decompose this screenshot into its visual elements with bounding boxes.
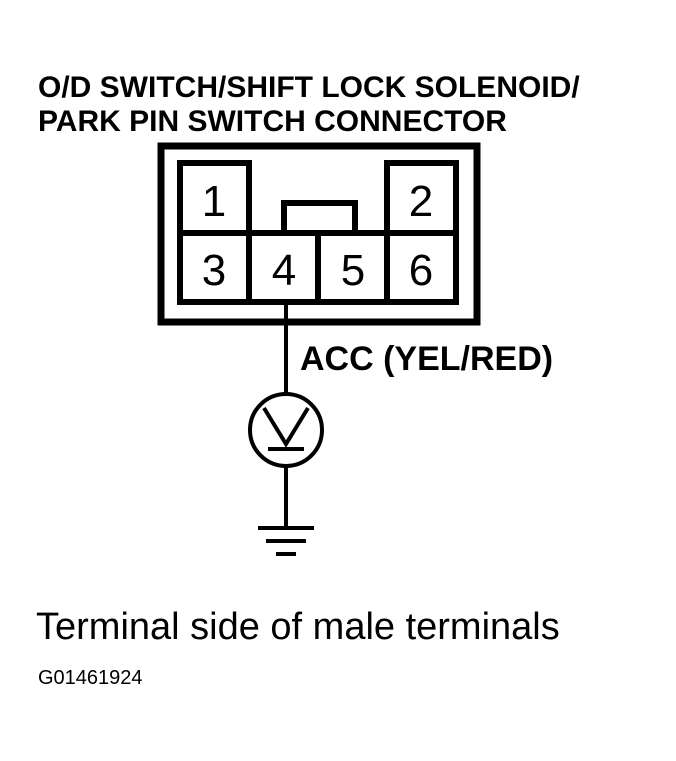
pin-label-1: 1 (202, 177, 226, 226)
pin-label-4: 4 (272, 246, 296, 295)
pin-cell-6 (384, 230, 459, 305)
diagram-title-line-2: PARK PIN SWITCH CONNECTOR (38, 105, 507, 138)
diagram-title-line-1: O/D SWITCH/SHIFT LOCK SOLENOID/ (38, 71, 580, 104)
pin-label-6: 6 (409, 246, 433, 295)
pin-label-5: 5 (341, 246, 365, 295)
wire-label-acc: ACC (YEL/RED) (300, 340, 554, 378)
diagram-caption: Terminal side of male terminals (36, 606, 560, 648)
figure-code: G01461924 (38, 667, 143, 689)
ground-icon (258, 526, 314, 556)
pin-label-2: 2 (409, 177, 433, 226)
pin-label-3: 3 (202, 246, 226, 295)
connector-lock-tab (281, 200, 358, 233)
connector-housing (157, 142, 481, 326)
voltmeter-icon (248, 392, 324, 468)
